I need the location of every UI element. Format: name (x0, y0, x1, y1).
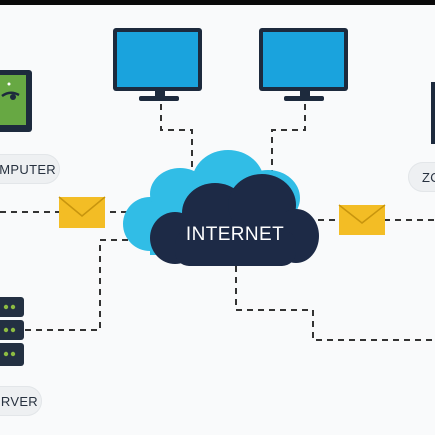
connector-server (25, 239, 128, 331)
computer-icon (0, 70, 32, 132)
right-node-icon (431, 82, 435, 144)
computer-label: MPUTER (0, 154, 60, 184)
monitor-left-icon (113, 28, 202, 101)
top-bar (0, 0, 435, 5)
connector-monitor-right (271, 104, 306, 178)
connector-monitor-left (160, 104, 193, 185)
connector-bottom-right (235, 266, 435, 341)
server-icon (0, 297, 24, 366)
cloud-icon (123, 150, 319, 266)
envelope-icon (338, 204, 386, 235)
monitor-right-icon (259, 28, 348, 101)
right-node-label: ZO (408, 162, 435, 192)
server-label: RVER (0, 386, 42, 416)
cloud-label: INTERNET (185, 224, 285, 245)
envelope-icon (58, 196, 106, 228)
